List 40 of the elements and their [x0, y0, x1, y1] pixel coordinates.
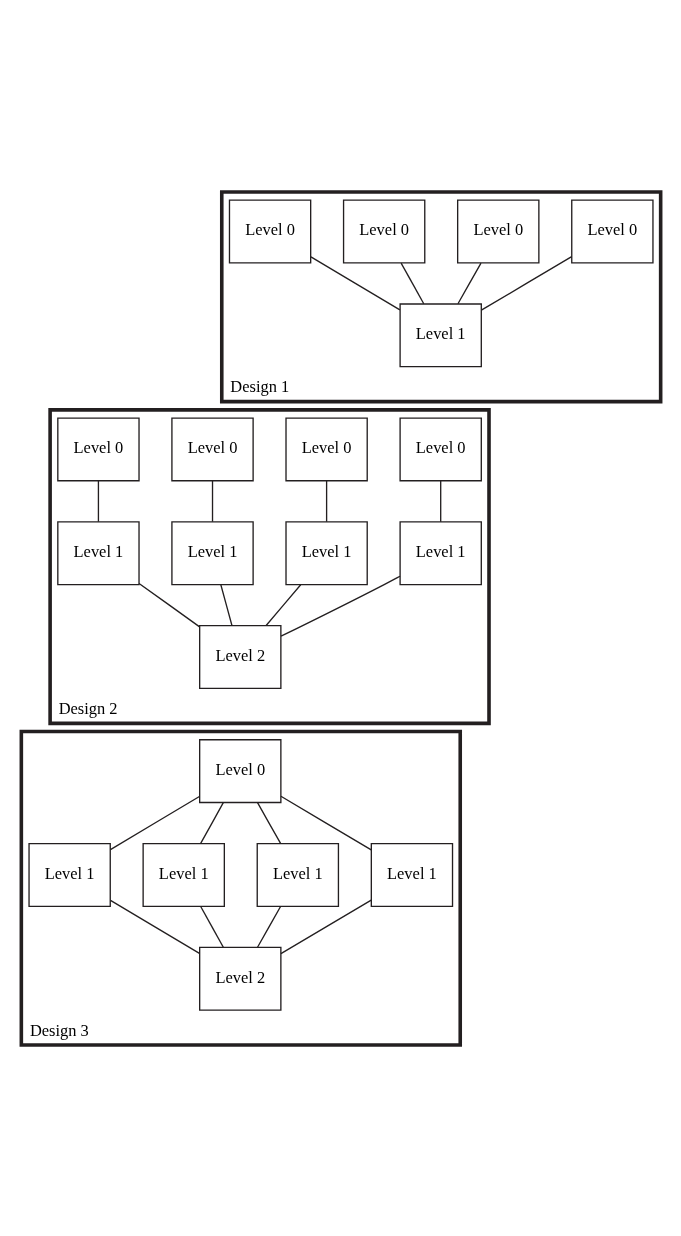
connector	[279, 795, 372, 850]
connector	[219, 583, 233, 626]
connector	[199, 905, 224, 948]
node-box: Level 0	[228, 199, 311, 264]
node-box: Level 1	[56, 520, 140, 585]
connector	[97, 479, 99, 522]
node-box: Level 0	[456, 199, 540, 264]
node-box: Level 1	[170, 520, 254, 585]
node-box: Level 0	[570, 199, 654, 264]
connector	[439, 479, 441, 522]
connector	[309, 255, 401, 311]
connector	[279, 898, 372, 954]
node-box: Level 1	[256, 842, 339, 907]
node-box: Level 1	[370, 842, 453, 907]
node-box: Level 0	[284, 416, 368, 481]
connector	[109, 899, 200, 954]
connector	[264, 583, 301, 626]
node-box: Level 0	[198, 738, 282, 803]
node-box: Level 0	[56, 416, 140, 481]
connector	[456, 261, 482, 304]
node-box: Level 2	[198, 624, 282, 689]
node-box: Level 0	[342, 199, 425, 264]
connector	[480, 255, 572, 311]
node-box: Level 1	[141, 842, 225, 907]
node-box: Level 0	[398, 416, 482, 481]
connector	[211, 479, 213, 522]
connector	[256, 801, 281, 844]
node-box: Level 1	[284, 520, 368, 585]
node-box: Level 0	[170, 416, 254, 481]
connector	[109, 795, 200, 850]
connector	[256, 905, 281, 948]
connector	[399, 261, 424, 304]
node-box: Level 1	[398, 520, 482, 585]
connector	[325, 479, 327, 522]
node-box: Level 1	[27, 842, 111, 907]
node-box: Level 2	[198, 946, 282, 1011]
connector	[137, 582, 200, 628]
connector	[279, 575, 401, 637]
connector	[199, 801, 224, 844]
node-box: Level 1	[398, 302, 482, 367]
